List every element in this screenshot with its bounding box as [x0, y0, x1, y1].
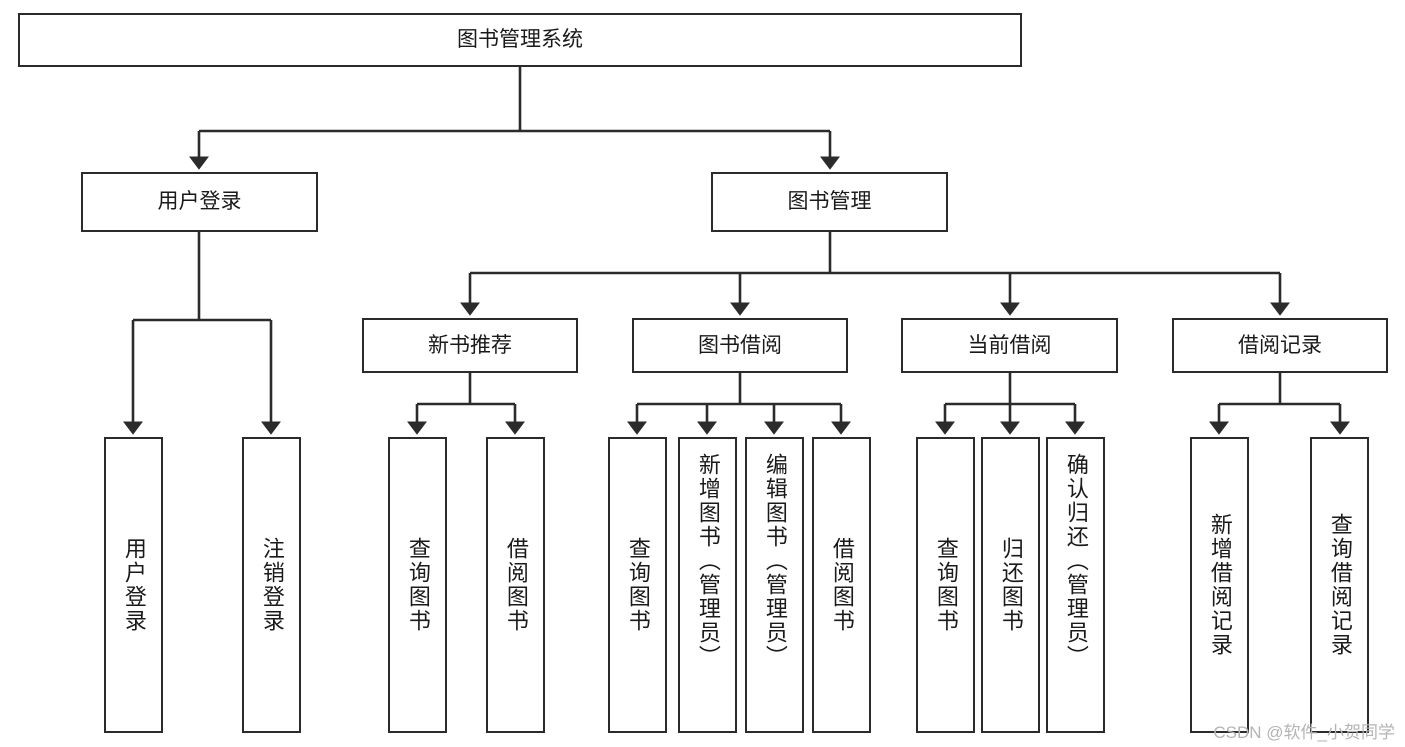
leaf-user-login-signout[interactable]: 注销登录: [242, 437, 301, 733]
node-label: 图书借阅: [698, 333, 782, 357]
node-label: 新增借阅记录: [1207, 513, 1233, 657]
leaf-current-return-books[interactable]: 归还图书: [981, 437, 1040, 733]
watermark-text: CSDN @软件_小贺同学: [1213, 723, 1395, 742]
leaf-user-login-signin[interactable]: 用户登录: [104, 437, 163, 733]
node-label: 新增图书（管理员）: [695, 453, 721, 669]
leaf-current-confirm-return-admin[interactable]: 确认归还（管理员）: [1046, 437, 1105, 733]
node-label: 归还图书: [998, 537, 1024, 633]
node-user-login[interactable]: 用户登录: [81, 172, 318, 232]
leaf-new-book-query-books[interactable]: 查询图书: [388, 437, 447, 733]
leaf-new-book-borrow-books[interactable]: 借阅图书: [486, 437, 545, 733]
leaf-borrowing-borrow-books[interactable]: 借阅图书: [812, 437, 871, 733]
leaf-borrowing-edit-book-admin[interactable]: 编辑图书（管理员）: [745, 437, 804, 733]
leaf-current-query-books[interactable]: 查询图书: [916, 437, 975, 733]
node-new-book-recommendation[interactable]: 新书推荐: [362, 318, 578, 373]
node-label: 查询图书: [933, 537, 959, 633]
node-label: 用户登录: [121, 537, 147, 633]
node-label: 查询图书: [405, 537, 431, 633]
leaf-borrowing-query-books[interactable]: 查询图书: [608, 437, 667, 733]
node-root-library-management-system[interactable]: 图书管理系统: [18, 13, 1022, 67]
node-label: 当前借阅: [967, 333, 1052, 357]
node-label: 查询借阅记录: [1327, 513, 1353, 657]
leaf-borrowing-add-book-admin[interactable]: 新增图书（管理员）: [678, 437, 737, 733]
node-label: 查询图书: [625, 537, 651, 633]
node-label: 图书管理: [787, 190, 872, 214]
node-label: 借阅记录: [1238, 333, 1322, 357]
node-label: 注销登录: [259, 537, 285, 633]
node-label: 借阅图书: [829, 537, 855, 633]
node-label: 确认归还（管理员）: [1063, 453, 1089, 669]
leaf-records-add-record[interactable]: 新增借阅记录: [1190, 437, 1249, 733]
node-label: 编辑图书（管理员）: [762, 453, 788, 669]
node-label: 新书推荐: [428, 333, 512, 357]
node-label: 用户登录: [157, 190, 242, 214]
node-book-management[interactable]: 图书管理: [711, 172, 948, 232]
node-label: 借阅图书: [503, 537, 529, 633]
leaf-records-query-record[interactable]: 查询借阅记录: [1310, 437, 1369, 733]
node-label: 图书管理系统: [457, 28, 583, 52]
node-current-borrowing[interactable]: 当前借阅: [901, 318, 1118, 373]
node-book-borrowing[interactable]: 图书借阅: [632, 318, 848, 373]
node-borrow-records[interactable]: 借阅记录: [1172, 318, 1388, 373]
